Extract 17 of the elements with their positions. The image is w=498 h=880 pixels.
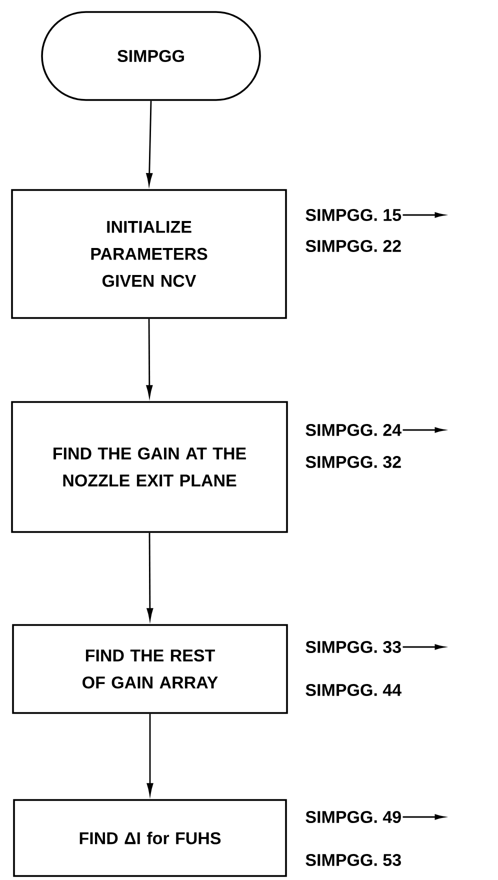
arrow [146,318,153,397]
reference-label: SIMPGG. 15 [306,208,402,222]
process-box: FIND ΔI for FUHS [13,799,287,877]
start-terminal: SIMPGG [41,11,261,101]
process-box: FIND THE REST OF GAIN ARRAY [12,624,288,714]
reference-label: SIMPGG. 44 [306,684,402,696]
arrow [146,714,154,795]
reference-label: SIMPGG. 32 [306,456,401,468]
reference-label: SIMPGG. 49 [306,810,401,824]
process-box: INITIALIZE PARAMETERS GIVEN NCV [11,189,287,319]
reference-label: SIMPGG. 53 [306,854,401,866]
reference-label: SIMPGG. 33 [306,640,401,654]
arrow [146,532,154,620]
process-box: FIND THE GAIN AT THE NOZZLE EXIT PLANE [11,401,288,533]
arrow [146,100,153,185]
reference-label: SIMPGG. 22 [306,240,401,252]
reference-label: SIMPGG. 24 [306,424,402,436]
